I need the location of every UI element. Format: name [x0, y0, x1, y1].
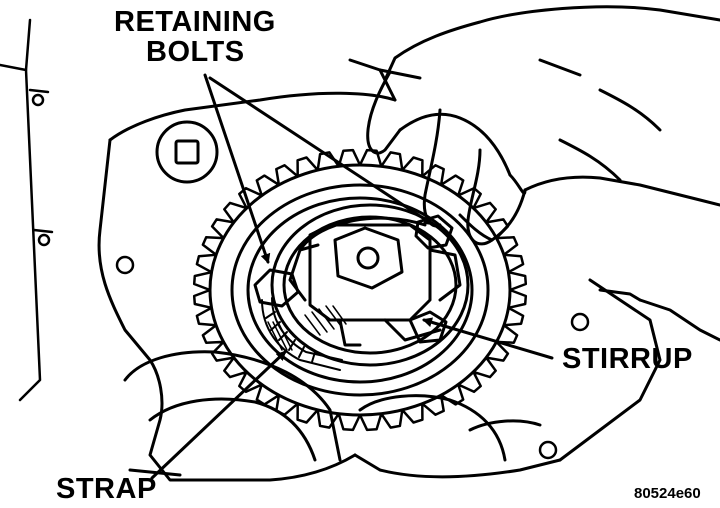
retaining-bolts-label-line1: RETAINING [114, 6, 276, 38]
hand [366, 5, 720, 246]
ring-gear [208, 163, 512, 417]
retaining-bolts-label-line2: BOLTS [146, 36, 245, 68]
drain-plug [155, 120, 219, 184]
left-housing [0, 18, 54, 402]
leader-lines [150, 73, 554, 480]
strap-label: STRAP [56, 473, 157, 505]
stirrup-label: STIRRUP [562, 343, 693, 375]
case-bolt-holes [115, 255, 590, 460]
transmission-case [97, 58, 720, 482]
center-hex-nut [333, 226, 404, 290]
figure-number: 80524e60 [634, 485, 701, 502]
strap [261, 297, 343, 371]
retaining-bolt-heads [253, 214, 454, 344]
lower-right-cavity [358, 394, 542, 462]
